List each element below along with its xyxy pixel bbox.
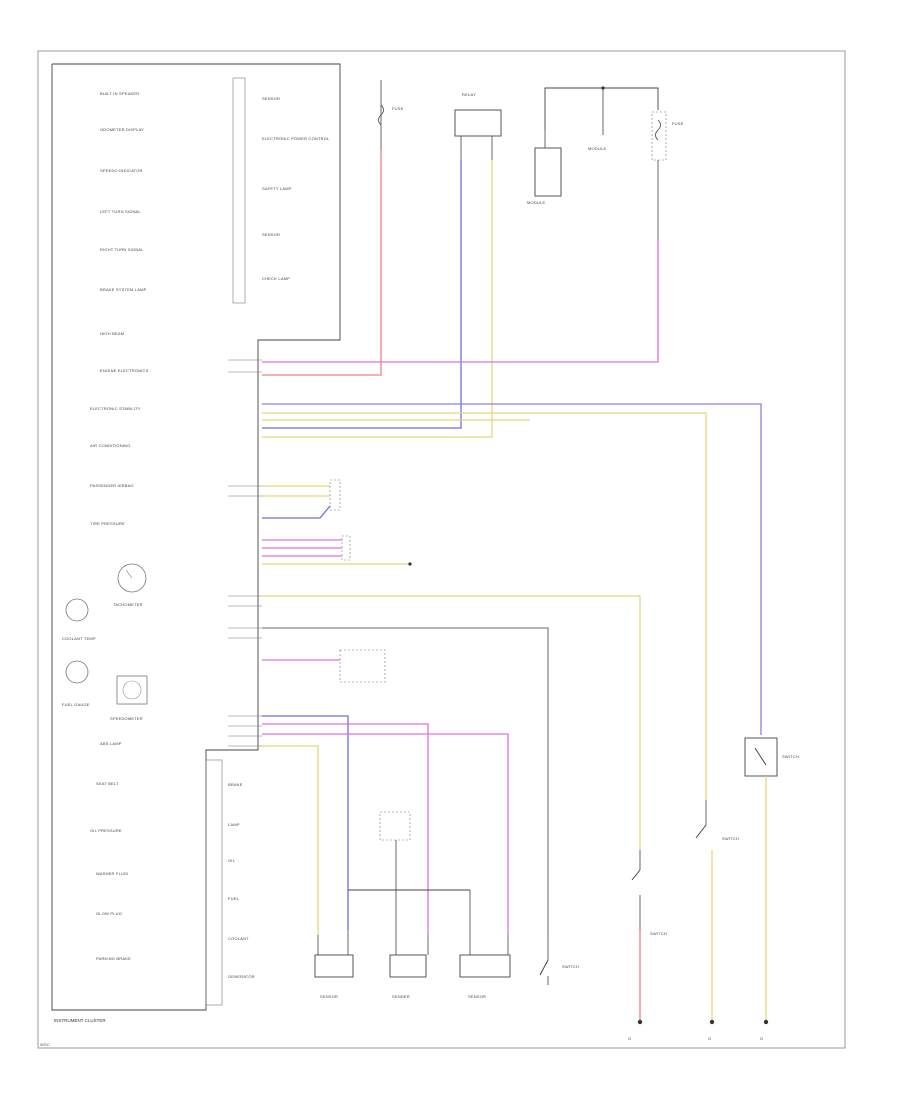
lower-cluster-label: FUEL	[228, 896, 240, 901]
right-components: SWITCH G SWITCH G SWITCH G	[628, 737, 799, 1041]
coolant-sensor	[314, 954, 354, 978]
wire-red	[262, 150, 382, 376]
cluster-label: ENGINE ELECTRONICS	[100, 368, 149, 373]
side-connectors	[329, 479, 412, 683]
cluster-inner-label: ELECTRONIC POWER CONTROL	[262, 136, 330, 141]
ground-1: G	[628, 1036, 631, 1041]
lower-cluster-label: COOLANT	[228, 936, 249, 941]
wire-blue-violet	[262, 403, 762, 735]
cluster-label: FUEL GAUGE	[62, 702, 90, 707]
cluster-label: PASSENGER AIRBAG	[90, 483, 134, 488]
ground-3: G	[760, 1036, 763, 1041]
footer-code: WSC	[40, 1042, 50, 1047]
wire-blue	[262, 160, 462, 429]
fuse-left-label: FUSE	[392, 106, 404, 111]
fuse-right-label: FUSE	[672, 121, 684, 126]
lower-cluster-label: GENERATOR	[228, 974, 255, 979]
wire-gray	[262, 627, 549, 935]
cluster-inner-label: SENSOR	[262, 96, 280, 101]
level-sender-label: SENDER	[392, 994, 410, 999]
coolant-sensor-label: SENSOR	[320, 994, 338, 999]
door-switch-label: SWITCH	[722, 836, 739, 841]
top-components: FUSE RELAY MODULE MODULE FUSE	[378, 80, 684, 240]
cluster-label: ABS LAMP	[100, 741, 122, 746]
relay-top	[454, 109, 502, 137]
cluster-label: LEFT TURN SIGNAL	[100, 209, 141, 214]
ground-2: G	[708, 1036, 711, 1041]
diagram-border	[37, 50, 846, 1049]
cluster-inner-label: SAFETY LAMP	[262, 186, 292, 191]
fuel-gauge	[65, 660, 89, 684]
cluster-label: OIL PRESSURE	[90, 828, 122, 833]
speedometer-gauge	[116, 675, 148, 705]
washer-sensor	[459, 954, 511, 978]
cluster-label: ODOMETER DISPLAY	[100, 127, 144, 132]
bottom-components: SENSOR SENDER SENSOR SWITCH	[314, 811, 579, 999]
wire-yellow-lower	[262, 595, 641, 850]
cluster-inner-label: CHECK LAMP	[262, 276, 290, 281]
cluster-caption: INSTRUMENT CLUSTER	[54, 1018, 106, 1023]
tachometer-gauge	[117, 563, 147, 593]
cluster-label: ELECTRONIC STABILITY	[90, 406, 141, 411]
brake-switch-label: SWITCH	[562, 964, 579, 969]
cluster-label: SPEEDOMETER	[110, 716, 143, 721]
coolant-gauge	[65, 598, 89, 622]
lower-cluster-label: OIL	[228, 858, 236, 863]
lower-cluster-label: LAMP	[228, 822, 240, 827]
wires	[262, 150, 762, 935]
cluster-inner-label: SENSOR	[262, 232, 280, 237]
lower-cluster-label: BRAKE	[228, 782, 243, 787]
level-sender	[389, 954, 427, 978]
module-left-label: MODULE	[527, 200, 545, 205]
cluster-label: TACHOMETER	[113, 602, 143, 607]
instrument-cluster: BUILT IN SPEAKER ODOMETER DISPLAY SPEEDO…	[51, 63, 341, 1023]
cluster-label: WASHER FLUID	[96, 871, 128, 876]
light-switch-label: SWITCH	[782, 754, 799, 759]
cluster-label: AIR CONDITIONING	[90, 443, 131, 448]
cluster-label: RIGHT TURN SIGNAL	[100, 247, 144, 252]
module-right-label: MODULE	[588, 146, 606, 151]
cluster-label: BRAKE SYSTEM LAMP	[100, 287, 147, 292]
cluster-label: SPEEDO INDICATOR	[100, 168, 143, 173]
parking-switch-label: SWITCH	[650, 931, 667, 936]
wire-yellow-right	[262, 412, 707, 800]
cluster-inner-panel	[232, 77, 246, 304]
connector-pins	[228, 359, 262, 747]
cluster-label: GLOW PLUG	[96, 911, 122, 916]
wire-pink	[262, 240, 659, 363]
cluster-label: SEAT BELT	[96, 781, 119, 786]
cluster-lower-panel	[205, 759, 223, 1006]
wire-yellow	[262, 160, 493, 438]
cluster-label: BUILT IN SPEAKER	[100, 91, 139, 96]
cluster-label: COOLANT TEMP	[62, 636, 96, 641]
cluster-label: TIRE PRESSURE	[90, 521, 125, 526]
relay-top-label: RELAY	[462, 92, 476, 97]
cluster-label: PARKING BRAKE	[96, 956, 131, 961]
module-left	[534, 147, 562, 197]
washer-sensor-label: SENSOR	[468, 994, 486, 999]
cluster-label: HIGH BEAM	[100, 331, 124, 336]
